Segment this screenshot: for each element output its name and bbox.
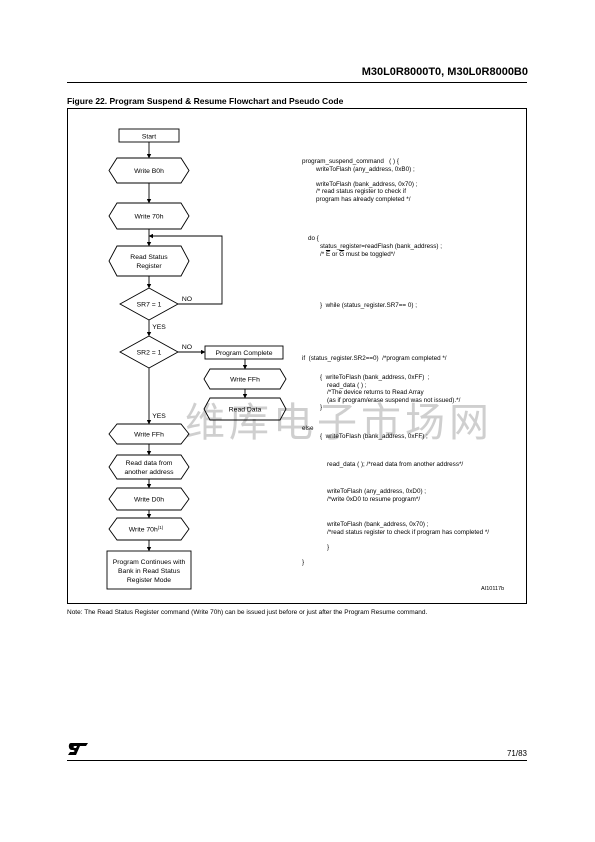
read-data-box <box>203 397 287 421</box>
sr7-label: SR7 = 1 <box>137 302 162 309</box>
sr7-decision <box>119 287 179 321</box>
pseudo-code-block: writeToFlash (bank_address, 0x70) ; /*re… <box>327 521 490 551</box>
pseudo-code-block: if (status_register.SR2==0) /*program co… <box>302 355 447 362</box>
st-logo-icon <box>68 743 88 755</box>
pseudo-code-block: } while (status_register.SR7== 0) ; <box>320 302 417 309</box>
pseudo-code-block: program_suspend_command ( ) { writeToFla… <box>302 158 418 203</box>
page-number: 71/83 <box>506 749 527 758</box>
pseudo-code-block: { writeToFlash (bank_address, 0xFF) ; re… <box>320 374 461 412</box>
figure-note: Note: The Read Status Register command (… <box>67 609 428 616</box>
read-status-box <box>108 245 190 277</box>
figure-ref-code: AI10117b <box>481 586 505 592</box>
write-ffh-right-box <box>203 368 287 390</box>
read-another-label: Read data from <box>126 460 173 467</box>
write-ffh-left-label: Write FFh <box>134 432 164 439</box>
loop-connector <box>148 233 223 305</box>
sr2-decision <box>119 335 179 369</box>
write-70h-again-label: Write 70h(1) <box>129 525 164 534</box>
write-b0h-label: Write B0h <box>134 168 164 175</box>
program-continues-label: Program Continues with <box>113 559 186 566</box>
pseudo-code-block: { writeToFlash (bank_address, 0xFF) ; <box>320 433 428 440</box>
pseudo-code-block: writeToFlash (any_address, 0xD0) ; /*wri… <box>327 488 427 503</box>
sr7-no-label: NO <box>182 296 192 303</box>
write-b0h-box <box>108 157 190 184</box>
write-d0h-box <box>108 487 190 511</box>
write-d0h-label: Write D0h <box>134 497 164 504</box>
pseudo-code-block: status_register=readFlash (bank_address)… <box>320 243 442 258</box>
sr2-no-label: NO <box>182 344 192 351</box>
figure-title: Figure 22. Program Suspend & Resume Flow… <box>67 96 344 106</box>
sr2-yes-label: YES <box>152 413 166 420</box>
watermark: 维库电子市场网 <box>185 400 493 446</box>
header-rule <box>67 82 527 83</box>
write-70h-again-box <box>108 517 190 541</box>
read-data-label: Read Data <box>229 407 262 414</box>
start-label: Start <box>142 134 156 141</box>
document-title: M30L0R8000T0, M30L0R8000B0 <box>361 66 528 78</box>
read-another-box <box>108 454 190 480</box>
pseudo-code-block: else <box>302 425 314 432</box>
program-continues-label: Register Mode <box>127 577 171 584</box>
read-status-label: Read Status <box>130 254 168 261</box>
footer-rule <box>67 760 527 761</box>
sr7-yes-label: YES <box>152 324 166 331</box>
pseudo-code-block: } <box>302 559 305 566</box>
read-another-label: another address <box>124 469 174 476</box>
write-70h-box <box>108 202 190 230</box>
write-ffh-right-label: Write FFh <box>230 377 260 384</box>
program-complete-box <box>204 345 284 360</box>
flowchart-diagram: Start Write B0h Write 70h Read Status Re… <box>106 128 287 590</box>
sr2-label: SR2 = 1 <box>137 350 162 357</box>
read-status-label: Register <box>136 263 162 270</box>
write-ffh-left-box <box>108 423 190 445</box>
start-box <box>118 128 180 143</box>
program-continues-box <box>106 550 192 590</box>
figure-frame <box>67 108 527 604</box>
pseudo-code-block: read_data ( ); /*read data from another … <box>327 461 464 468</box>
pseudo-code-block: do { <box>308 235 319 242</box>
program-complete-label: Program Complete <box>215 350 272 357</box>
write-70h-label: Write 70h <box>135 214 164 221</box>
program-continues-label: Bank in Read Status <box>118 568 181 575</box>
